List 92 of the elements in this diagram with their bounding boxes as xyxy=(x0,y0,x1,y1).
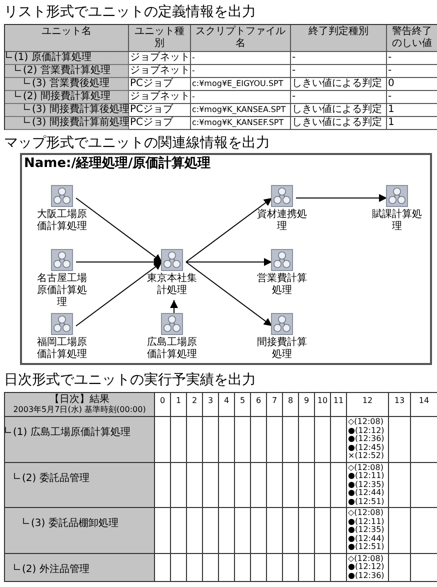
hour-header: 6 xyxy=(251,393,267,417)
unit-name: 東京本社集計処理 xyxy=(146,273,198,297)
run-record: ●(12:12) xyxy=(348,426,386,435)
hour-header: 1 xyxy=(171,393,187,417)
table-cell: - xyxy=(291,91,387,104)
run-record: ●(12:51) xyxy=(348,498,386,506)
run-record: ◇(12:08) xyxy=(348,464,384,472)
run-record: ●(12:35) xyxy=(348,480,386,489)
run-record: ●(12:51) xyxy=(348,543,386,552)
unit-name: 資材連携処理 xyxy=(256,209,308,233)
table-cell: (1) 原価計算処理 xyxy=(5,52,129,65)
column-header: ユニット名 xyxy=(5,25,129,52)
table-cell: - xyxy=(291,52,387,65)
table-cell: PCジョブ xyxy=(129,78,191,91)
table-cell: 0 xyxy=(387,78,437,91)
hour-header: 9 xyxy=(299,393,315,417)
run-record: ●(12:11) xyxy=(348,518,386,526)
unit-name: 間接費計算処理 xyxy=(256,337,308,361)
table-cell: PCジョブ xyxy=(129,104,191,117)
hour-header: 7 xyxy=(267,393,283,417)
unit-name: (2) 外注品管理 xyxy=(5,564,90,576)
run-record: ●(12:44) xyxy=(348,534,386,543)
table-cell: ジョブネット xyxy=(129,52,191,65)
hour-header: 10 xyxy=(315,393,331,417)
run-record: ●(12:11) xyxy=(348,472,386,480)
table-cell: PCジョブ xyxy=(129,117,191,130)
arrow xyxy=(186,262,272,326)
column-header: スクリプトファイル名 xyxy=(191,25,291,52)
section-heading: 日次形式でユニットの実行予実績を出力 xyxy=(4,371,256,389)
table-cell: ジョブネット xyxy=(129,65,191,78)
unit-name: 名古屋工場原価計算処理 xyxy=(36,273,88,309)
table-cell: c:¥mog¥E_EIGYOU.SPT xyxy=(191,78,291,91)
table-cell: (3) 間接費計算後処理 xyxy=(5,104,129,117)
arrow xyxy=(296,194,388,202)
table-cell: (2) 間接費計算処理 xyxy=(5,91,129,104)
run-record: ×(12:52) xyxy=(348,452,385,460)
table-cell: - xyxy=(291,65,387,78)
arrow xyxy=(76,198,162,262)
table-cell: しきい値による判定 xyxy=(291,117,387,130)
table-cell: (3) 間接費計算前処理 xyxy=(5,117,129,130)
table-title: 【日次】結果 xyxy=(50,394,110,405)
table-cell: 1 xyxy=(387,117,437,130)
hour-header: 4 xyxy=(219,393,235,417)
table-cell: - xyxy=(191,91,291,104)
arrow xyxy=(170,300,178,314)
column-header: 終了判定種別 xyxy=(291,25,387,52)
table-cell: 1 xyxy=(387,104,437,117)
table-cell: (2) 営業費計算処理 xyxy=(5,65,129,78)
table-cell: c:¥mog¥K_KANSEA.SPT xyxy=(191,104,291,117)
section-heading: リスト形式でユニットの定義情報を出力 xyxy=(4,3,256,21)
unit-name: 福岡工場原価計算処理 xyxy=(36,337,88,361)
hour-header: 11 xyxy=(331,393,347,417)
section-heading: マップ形式でユニットの関連線情報を出力 xyxy=(4,134,270,152)
unit-name: 広島工場原価計算処理 xyxy=(146,337,198,361)
hour-header: 13 xyxy=(389,393,411,417)
arrow xyxy=(76,258,162,266)
arrow xyxy=(76,262,162,326)
hour-header: 8 xyxy=(283,393,299,417)
unit-name: (1) 広島工場原価計算処理 xyxy=(5,427,130,439)
run-record: ●(12:12) xyxy=(348,563,386,572)
unit-name: (3) 委託品棚卸処理 xyxy=(5,518,118,530)
unit-name: 大阪工場原価計算処理 xyxy=(36,209,88,233)
arrow xyxy=(186,198,272,262)
unit-name: (2) 委託品管理 xyxy=(5,472,90,484)
column-header: 警告終了のしい値 xyxy=(387,25,437,52)
hour-header: 12 xyxy=(347,393,389,417)
table-cell: - xyxy=(191,65,291,78)
unit-name: 営業費計算処理 xyxy=(256,273,308,297)
run-record: ●(12:36) xyxy=(348,572,386,580)
run-record: ●(12:36) xyxy=(348,435,386,444)
map-frame xyxy=(20,153,432,365)
table-cell: ジョブネット xyxy=(129,91,191,104)
date-text: 2003年5月7日(水) 基準時刻(00:00) xyxy=(13,405,146,415)
run-record: ●(12:44) xyxy=(348,489,386,498)
run-record: ◇(12:08) xyxy=(348,509,384,518)
run-record: ◇(12:08) xyxy=(348,418,384,426)
run-record: ●(12:35) xyxy=(348,526,386,534)
run-record: ●(12:45) xyxy=(348,444,386,452)
hour-header: 5 xyxy=(235,393,251,417)
unit-name: 賦課計算処理 xyxy=(371,209,423,233)
table-cell: - xyxy=(191,52,291,65)
run-record: ◇(12:08) xyxy=(348,554,384,563)
table-cell: (3) 営業費後処理 xyxy=(5,78,129,91)
table-cell: c:¥mog¥K_KANSEF.SPT xyxy=(191,117,291,130)
frame-title: Name:/経理処理/原価計算処理 xyxy=(24,156,211,172)
table-cell: しきい値による判定 xyxy=(291,104,387,117)
column-header: ユニット種別 xyxy=(129,25,191,52)
table-cell: しきい値による判定 xyxy=(291,78,387,91)
hour-header: 3 xyxy=(203,393,219,417)
hour-header: 2 xyxy=(187,393,203,417)
hour-header: 0 xyxy=(155,393,171,417)
arrow xyxy=(186,258,272,266)
